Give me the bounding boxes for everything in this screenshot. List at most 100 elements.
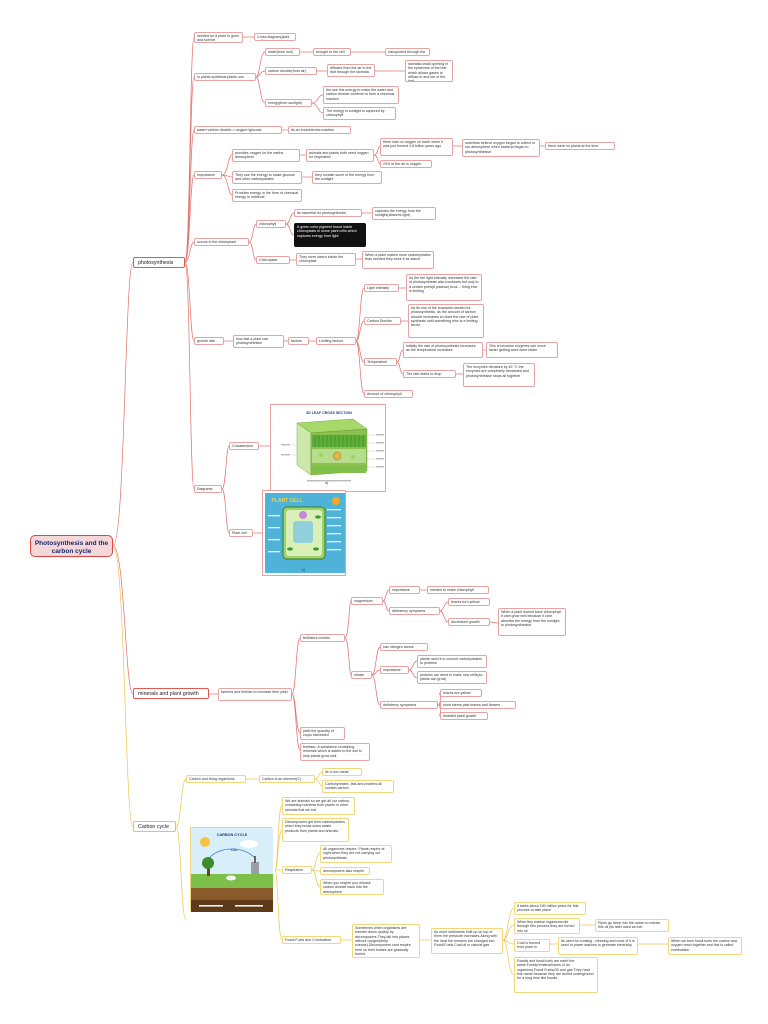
node-green-pigment[interactable]: A green color pigment found inside chlor… xyxy=(294,223,366,247)
node-n-convert[interactable]: plants need it to convert carbohydrates … xyxy=(417,655,487,668)
node-essential[interactable]: its essential for photosynthesis xyxy=(294,209,362,217)
node-sometimes[interactable]: Sometimes when organisms are transfer do… xyxy=(352,924,420,958)
node-captures[interactable]: captures the energy from the sunlight(ab… xyxy=(372,207,436,220)
node-no-plants[interactable]: there were no plants at the time xyxy=(545,142,615,150)
node-has-nitrogen[interactable]: has nitrogen atoms xyxy=(380,643,428,651)
node-enzymes-faster[interactable]: This is because enzymes can move faster … xyxy=(486,342,558,358)
node-leaves-yellow[interactable]: leaves turn yellow xyxy=(448,598,490,606)
central-topic[interactable]: Photosynthesis and the carbon cycle xyxy=(30,535,113,557)
node-xylem[interactable]: transported through the xylem xyxy=(385,48,430,56)
node-factors[interactable]: factors xyxy=(288,337,309,345)
node-burn[interactable]: When we burn fossil fuels the carbon and… xyxy=(668,937,742,955)
node-n-short[interactable]: short stems,pale leaves and flowers xyxy=(440,701,516,709)
node-mg-needed[interactable]: needed to make chlorophyll xyxy=(427,586,489,594)
node-twenty-percent[interactable]: 20% of the air is oxygen xyxy=(380,160,432,168)
node-diffuses[interactable]: diffuses from the air to the leaf throug… xyxy=(327,64,375,77)
node-energy[interactable]: energy(from sunlight) xyxy=(265,99,312,107)
node-needed[interactable]: needed for a plant to grow and survive xyxy=(194,32,243,43)
node-fossils-same[interactable]: Fossils and fossil fuels are earth the s… xyxy=(514,957,598,993)
node-millions-years[interactable]: It takes about 150 million years for thi… xyxy=(514,902,586,915)
node-temp-initial[interactable]: Initially the rate of photosynthesis inc… xyxy=(403,342,483,358)
plant-cell-image: PLANT CELL xyxy=(265,493,345,573)
node-coal[interactable]: Coal is formed from plant in swamps xyxy=(514,939,550,952)
node-carbon-living[interactable]: Carbon and living organisms xyxy=(186,775,246,783)
node-co2[interactable]: carbon dioxide(from air) xyxy=(265,67,317,75)
node-n-leaves[interactable]: leaves are yellow xyxy=(440,689,482,697)
node-all-respire[interactable]: All organisms respire. Plants respire at… xyxy=(320,845,392,863)
branch-minerals[interactable]: minerals and plant growth xyxy=(133,688,209,699)
node-fertiliser-def[interactable]: fertiliser: A substance containing miner… xyxy=(300,743,370,761)
node-denatured[interactable]: The enzymes denature by 45 °C the enzyme… xyxy=(463,363,535,387)
node-non-metal[interactable]: its a non metal xyxy=(322,768,362,776)
node-n-importance[interactable]: importance xyxy=(380,666,409,674)
node-we-eat[interactable]: We are animals so we get all our carbon-… xyxy=(282,797,355,815)
node-provides-energy[interactable]: Provides energy in the form of chemical … xyxy=(232,189,302,202)
node-rate-drops[interactable]: The rate starts to drop xyxy=(403,370,456,378)
node-occurs[interactable]: occurs in the chloroplast xyxy=(194,238,249,246)
figure-c-caption: c) xyxy=(228,906,231,910)
node-mg-importance[interactable]: importance xyxy=(389,586,420,594)
node-no-oxygen[interactable]: there was no oxygen on earth when it was… xyxy=(380,138,453,156)
node-fertilisers-contain[interactable]: fertilisers contain xyxy=(300,634,345,642)
node-temperature[interactable]: Temperature xyxy=(364,358,397,366)
node-more-carbs[interactable]: When a plant makes more carbohydrates th… xyxy=(362,251,434,269)
node-equation[interactable]: water+carbon dioxide-> oxygen+glucose xyxy=(194,126,282,134)
node-chloroplast[interactable]: Chloroplast xyxy=(256,256,290,264)
node-how-fast[interactable]: how fast a plant can photosynthesise xyxy=(233,335,284,348)
node-crosssection[interactable]: Crosssection xyxy=(229,442,259,450)
node-n-dwarf[interactable]: dwarfed plant growth xyxy=(440,712,488,720)
node-fossil-fuels[interactable]: Fossil Fuels and Combustion xyxy=(282,936,341,944)
node-used-for[interactable]: Its used for cooking , cleaning and most… xyxy=(558,937,638,955)
node-farmers[interactable]: farmers and fertilise to increase their … xyxy=(218,688,292,701)
node-brought[interactable]: brought to the cell in the stem xyxy=(313,48,351,56)
node-release-co2[interactable]: When you respire you release carbon diox… xyxy=(320,879,384,895)
node-water[interactable]: water(from soil) xyxy=(265,48,300,56)
node-pipes[interactable]: Pipes go deep into the ocean to extract … xyxy=(595,919,669,932)
node-diagrams[interactable]: Diagrams xyxy=(194,485,222,493)
node-nitrate[interactable]: nitrate xyxy=(351,671,372,679)
node-decreased-growth[interactable]: decreased growth xyxy=(448,618,490,626)
node-plant-cell[interactable]: Plant cell xyxy=(229,529,253,537)
node-no-chlorophyll[interactable]: When a plant doesnt have chlorophyll it … xyxy=(498,608,566,636)
node-endothermic[interactable]: its an endothermic reaction xyxy=(288,126,351,134)
node-glucose[interactable]: They use the energy to make glucose and … xyxy=(232,171,302,184)
leaf-cross-section-figure: 3D LEAF CROSS SECTION xyxy=(270,404,386,492)
node-cross-diagram[interactable]: Cross diagram(plant cell) xyxy=(254,33,296,41)
branch-carbon-cycle[interactable]: Carbon cycle xyxy=(133,821,176,832)
node-provides-oxygen[interactable]: provides oxygen for the earths atmospher… xyxy=(232,149,300,162)
node-growth-rate[interactable]: growth rate xyxy=(194,337,224,345)
node-decomposers-respire[interactable]: decomposers also respire xyxy=(320,867,370,875)
node-captured[interactable]: The energy is sunlight is captured by ch… xyxy=(323,107,396,120)
node-co2-factor[interactable]: Carbon Dioxide xyxy=(364,317,401,325)
node-magnesium[interactable]: magnesium xyxy=(351,597,383,605)
branch-photosynthesis[interactable]: photosynthesis xyxy=(133,257,185,268)
node-sediments[interactable]: As more sediments built up on top of the… xyxy=(431,928,503,954)
node-plants-use[interactable]: in plants synthesis plants use xyxy=(194,73,256,81)
node-co2-desc[interactable]: As its one of the reactants needed for p… xyxy=(408,304,484,338)
node-mg-deficiency[interactable]: deficiency symptoms xyxy=(389,607,440,615)
node-marine[interactable]: When tiny marine organisms die through t… xyxy=(514,918,580,934)
node-yield[interactable]: yield the quantity of crops harvested xyxy=(300,727,345,740)
node-use-energy[interactable]: the use this energy to make the water an… xyxy=(323,86,399,104)
node-respiration-need[interactable]: animals and plants both need oxygen for … xyxy=(306,149,374,162)
node-amount-chlorophyll[interactable]: Amount of chlorophyll xyxy=(364,390,413,398)
node-stomata[interactable]: stomata-small opening in the epidermis o… xyxy=(405,60,453,82)
node-starch[interactable]: They store starch inside the chloroplast xyxy=(296,253,356,266)
node-limiting-factors[interactable]: Limiting factors xyxy=(316,337,356,345)
node-light-intensity[interactable]: Light intensity xyxy=(364,284,399,292)
node-chlorophyll[interactable]: chlorophyll xyxy=(256,220,286,228)
node-light-desc[interactable]: As the the light intensity increases the… xyxy=(406,274,482,301)
figure-b-caption: b) xyxy=(302,568,306,572)
node-n-proteins[interactable]: proteins are need to make new cells(so p… xyxy=(417,671,487,684)
carbon-cycle-figure: CARBON CYCLE CO₂ xyxy=(190,827,273,912)
node-n-deficiency[interactable]: deficiency symptoms xyxy=(380,701,438,709)
node-carbon-element[interactable]: Carbon is an element(C) xyxy=(259,775,315,783)
node-importance[interactable]: importance xyxy=(194,171,222,179)
leaf-figure-title: 3D LEAF CROSS SECTION xyxy=(306,411,352,415)
plant-cell-figure: PLANT CELL xyxy=(262,490,346,576)
node-carbohydrates[interactable]: Carbohydrates ,fats and proteins all con… xyxy=(322,780,394,793)
node-decomposers[interactable]: Decomposers get their carbohydrates when… xyxy=(282,818,349,842)
node-store-energy[interactable]: they contain some of the energy from the… xyxy=(312,171,382,184)
node-scientists[interactable]: scientists believe oxygen began to colle… xyxy=(462,139,540,157)
node-respiration[interactable]: Respiration xyxy=(282,866,312,874)
